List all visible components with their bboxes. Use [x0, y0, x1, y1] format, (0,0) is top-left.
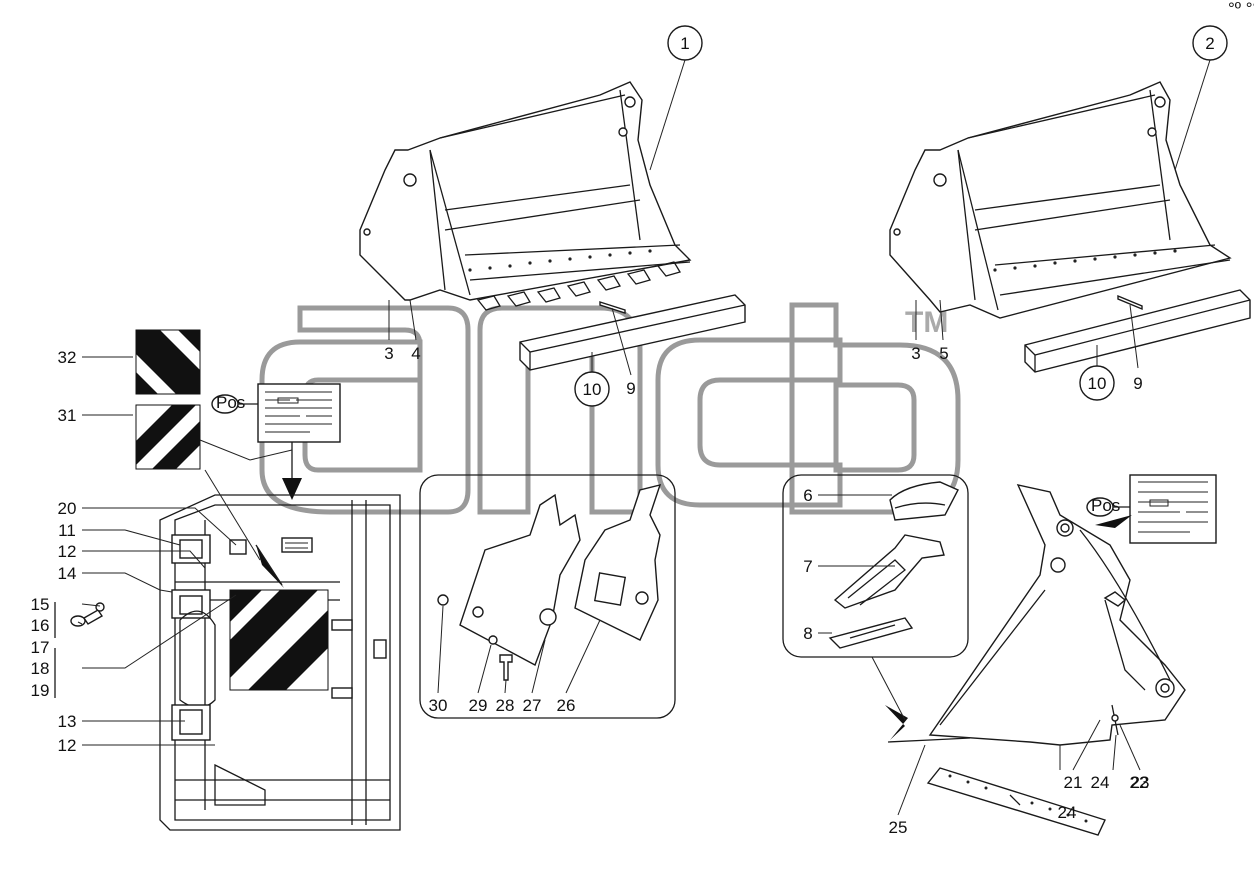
callout-12b: 12: [58, 736, 77, 755]
callout-15: 15: [31, 595, 50, 614]
callout-30: 30: [429, 696, 448, 715]
adapter-plate-27: [459, 493, 581, 666]
callout-circle-10a: [574, 371, 610, 407]
callout-22: 22: [1130, 773, 1149, 792]
bolt-28: [499, 654, 513, 681]
bucket-side-view: [885, 484, 1186, 746]
pin-8: [828, 617, 914, 649]
callout-4: 4: [411, 344, 420, 363]
callout-2: 2: [1205, 34, 1214, 53]
nut-30: [437, 594, 449, 606]
callout-11: 11: [58, 521, 76, 540]
watermark: TM: [259, 302, 961, 515]
callout-13: 13: [58, 712, 77, 731]
callout-24b: 24: [1058, 803, 1077, 822]
screw-15-16: [70, 602, 105, 627]
teeth-group-box: [782, 474, 969, 658]
callout-3b: 3: [911, 344, 920, 363]
arrow-to-bucket: [1095, 515, 1132, 528]
callout-23: 23: [1131, 773, 1150, 792]
warning-plate-32: [135, 329, 201, 395]
adapter-plate-26: [574, 484, 662, 641]
callout-28: 28: [496, 696, 515, 715]
callout-6: 6: [803, 486, 812, 505]
callout-9b: 9: [1133, 374, 1142, 393]
callout-1: 1: [680, 34, 689, 53]
type-plate-right: Pos: [1086, 474, 1217, 544]
callout-circle-10b: [1079, 365, 1115, 401]
callout-21: 21: [1064, 773, 1083, 792]
pos-tag-left-text: Pos: [216, 393, 245, 412]
callout-16: 16: [31, 616, 50, 635]
type-plate-left: Pos: [211, 383, 341, 500]
cutting-edge-segments-24: [926, 767, 1106, 836]
watermark-letter-1: [259, 305, 471, 515]
callout-18: 18: [31, 659, 50, 678]
washer-29: [488, 635, 498, 645]
warning-plate-31: [135, 404, 201, 470]
callout-32: 32: [58, 348, 77, 367]
warning-plate-large: [229, 589, 329, 691]
callout-10b: 10: [1088, 374, 1107, 393]
tooth-cap-6: [889, 481, 959, 521]
cutting-edge-1: [519, 294, 746, 371]
bucket-with-teeth: [359, 81, 692, 311]
callout-8: 8: [803, 624, 812, 643]
callout-24a: 24: [1091, 773, 1110, 792]
callout-3a: 3: [384, 344, 393, 363]
corner-code: °º °°°: [1228, 0, 1254, 18]
callout-19: 19: [31, 681, 50, 700]
cutting-edge-2: [1024, 289, 1251, 373]
callout-31: 31: [58, 406, 77, 425]
leader-lines: [77, 59, 1211, 816]
callout-29: 29: [469, 696, 488, 715]
callout-circle-1: [667, 25, 703, 61]
callout-14: 14: [58, 564, 77, 583]
callout-10a: 10: [583, 380, 602, 399]
callout-9a: 9: [626, 379, 635, 398]
callout-27: 27: [523, 696, 542, 715]
callout-circle-2: [1192, 25, 1228, 61]
adapter-group-box: [419, 474, 676, 719]
callout-17: 17: [31, 638, 50, 657]
callout-26: 26: [557, 696, 576, 715]
callout-12a: 12: [58, 542, 77, 561]
callout-25: 25: [889, 818, 908, 837]
tooth-7: [833, 534, 945, 609]
bucket-plain: [889, 81, 1232, 319]
small-plate: [281, 537, 313, 553]
callout-7: 7: [803, 557, 812, 576]
callout-20: 20: [58, 499, 77, 518]
callout-5: 5: [939, 344, 948, 363]
watermark-letter-3: [655, 337, 843, 508]
pos-tag-right-text: Pos: [1091, 496, 1120, 515]
